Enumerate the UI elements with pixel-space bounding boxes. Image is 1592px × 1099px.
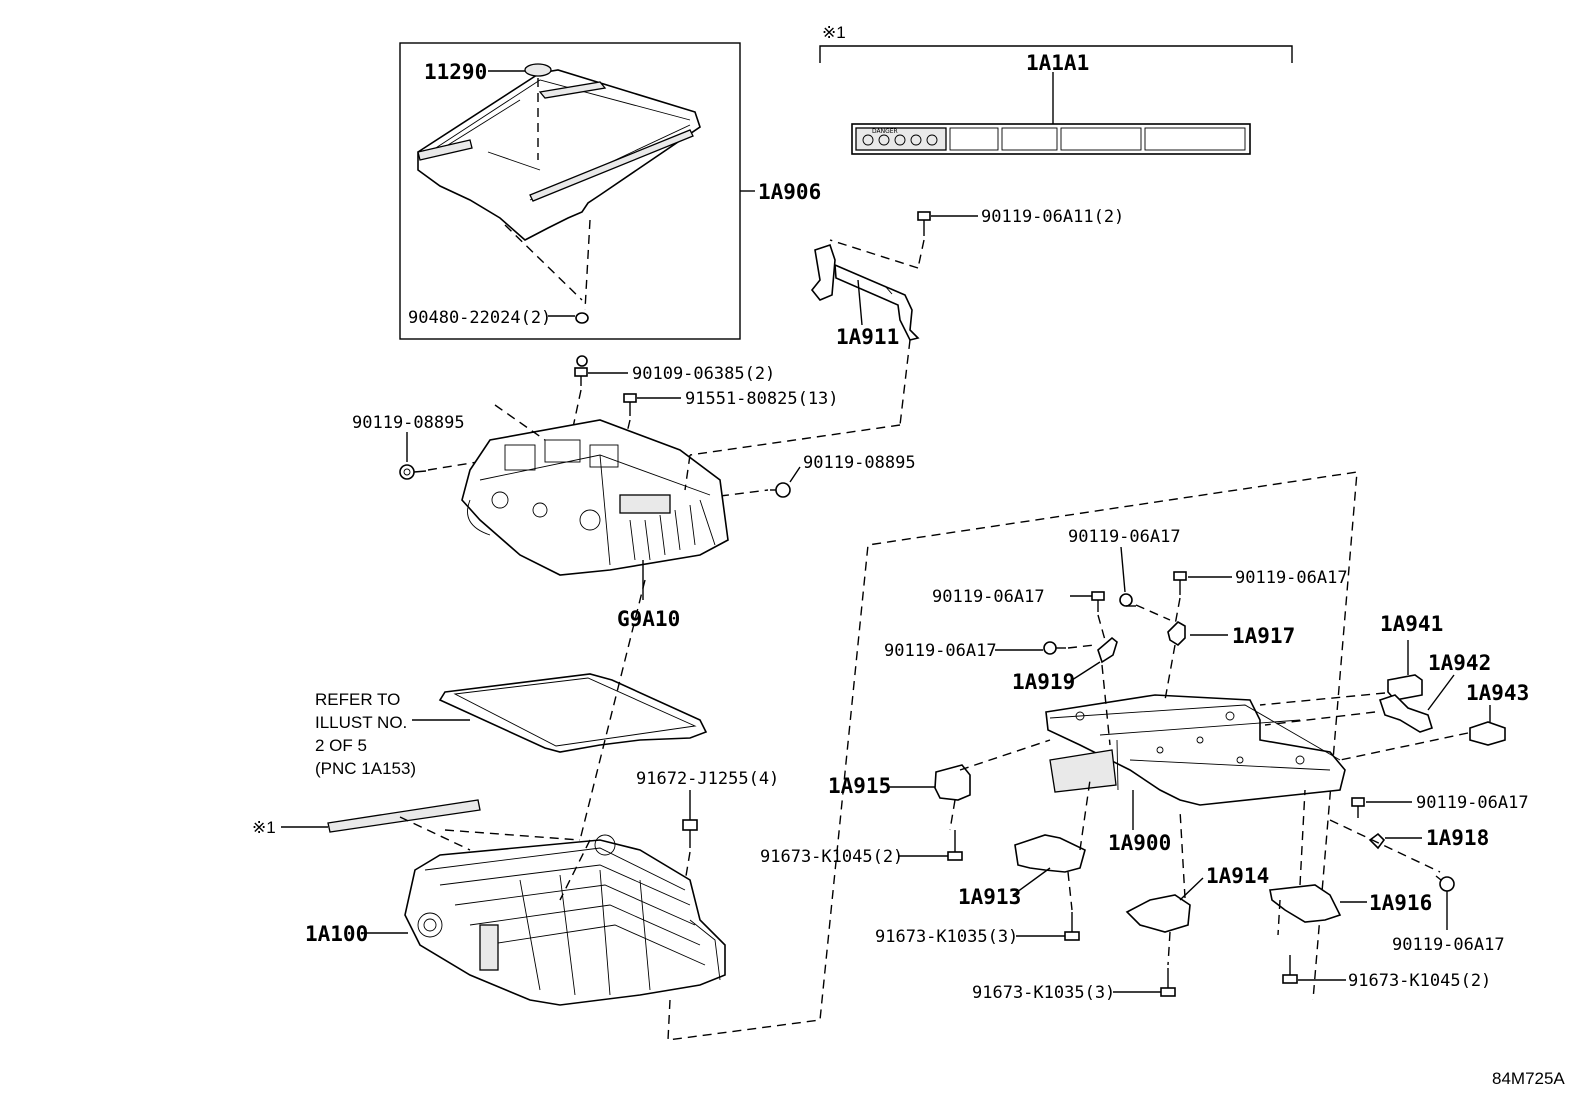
- bolt-90109-icon: [574, 355, 588, 386]
- label-1A100: 1A100: [305, 922, 368, 946]
- label-90119-06A17-e: 90119-06A17: [1416, 793, 1529, 813]
- clip-1A918: [1368, 832, 1386, 850]
- bracket-1A917: [1167, 621, 1186, 647]
- bolt-91673-K1045-right-icon: [1282, 955, 1298, 984]
- label-1A916: 1A916: [1369, 891, 1432, 915]
- label-1A943: 1A943: [1466, 681, 1529, 705]
- label-refer-line1: REFER TO: [315, 690, 400, 709]
- label-1A913: 1A913: [958, 885, 1021, 909]
- label-90480-22024: 90480-22024(2): [408, 308, 551, 328]
- label-1A914: 1A914: [1206, 864, 1269, 888]
- sealing-strip: [327, 799, 481, 833]
- label-90119-06A17-c: 90119-06A17: [932, 587, 1045, 607]
- label-1A942: 1A942: [1428, 651, 1491, 675]
- label-91673-K1035-a: 91673-K1035(3): [875, 927, 1018, 947]
- label-1A1A1: 1A1A1: [1026, 51, 1089, 75]
- label-90119-06A11: 90119-06A11(2): [981, 207, 1124, 227]
- label-90119-06A17-b: 90119-06A17: [1235, 568, 1348, 588]
- grommet-90480: [575, 312, 589, 324]
- cap-11290: [524, 63, 552, 77]
- bolt-91672-icon: [682, 819, 698, 848]
- label-danger-text: DANGER: [872, 128, 898, 135]
- bracket-1A941: [1387, 674, 1423, 701]
- label-90119-06A17-f: 90119-06A17: [1392, 935, 1505, 955]
- label-91673-K1035-b: 91673-K1035(3): [972, 983, 1115, 1003]
- label-1A917: 1A917: [1232, 624, 1295, 648]
- bolt-90119-06A17-c-icon: [1091, 591, 1105, 612]
- label-1A906: 1A906: [758, 180, 821, 204]
- label-11290: 11290: [424, 60, 487, 84]
- inverter-assembly-G9A10: [461, 404, 729, 576]
- bolt-90119-08895-left-icon: [399, 464, 427, 480]
- label-90119-08895-left: 90119-08895: [352, 413, 465, 433]
- bolt-90119-06A17-f-icon: [1435, 875, 1455, 892]
- bracket-1A942: [1378, 694, 1433, 733]
- gasket-1A153: [438, 673, 708, 753]
- tray-1A900: [1045, 694, 1346, 806]
- label-1A900: 1A900: [1108, 831, 1171, 855]
- warning-label-1A1A1: DANGER: [851, 123, 1251, 155]
- diagram-id: 84M725A: [1492, 1069, 1565, 1088]
- label-91673-K1045-right: 91673-K1045(2): [1348, 971, 1491, 991]
- bolt-90119-06A11-icon: [917, 211, 931, 236]
- cover-1A906: [417, 69, 701, 241]
- label-G9A10: G9A10: [617, 607, 680, 631]
- label-refer-line3: 2 OF 5: [315, 736, 367, 755]
- label-91551-80825: 91551-80825(13): [685, 389, 839, 409]
- bolt-90119-06A17-e-icon: [1351, 797, 1365, 818]
- label-1A915: 1A915: [828, 774, 891, 798]
- bolt-91673-K1035-a-icon: [1064, 912, 1080, 941]
- label-note-mark-top: ※1: [822, 23, 846, 42]
- label-1A919: 1A919: [1012, 670, 1075, 694]
- label-refer-line4: (PNC 1A153): [315, 759, 416, 778]
- bracket-1A913: [1014, 834, 1086, 873]
- label-90109-06385: 90109-06385(2): [632, 364, 775, 384]
- label-91673-K1045-left: 91673-K1045(2): [760, 847, 903, 867]
- bracket-1A911: [810, 243, 920, 341]
- label-90119-06A17-a: 90119-06A17: [1068, 527, 1181, 547]
- bolt-91673-K1035-b-icon: [1160, 968, 1176, 997]
- label-refer-line2: ILLUST NO.: [315, 713, 407, 732]
- label-1A918: 1A918: [1426, 826, 1489, 850]
- bolt-90119-06A17-b-icon: [1173, 571, 1187, 595]
- label-1A911: 1A911: [836, 325, 899, 349]
- bracket-1A919: [1097, 636, 1118, 664]
- bracket-1A916: [1269, 884, 1342, 923]
- battery-assembly-1A100: [404, 834, 726, 1006]
- bolt-91673-K1045-left-icon: [947, 830, 963, 861]
- label-90119-08895-right: 90119-08895: [803, 453, 916, 473]
- bolt-90119-06A17-d-icon: [1043, 641, 1066, 655]
- label-90119-06A17-d: 90119-06A17: [884, 641, 997, 661]
- label-91672-J1255: 91672-J1255(4): [636, 769, 779, 789]
- bolt-90119-06A17-a-icon: [1119, 593, 1136, 607]
- bracket-1A943: [1469, 721, 1506, 746]
- label-note-mark-left: ※1: [252, 818, 276, 837]
- bolt-90119-08895-right-icon: [770, 482, 791, 498]
- bracket-1A915: [934, 764, 971, 801]
- label-1A941: 1A941: [1380, 612, 1443, 636]
- bolt-91551-icon: [623, 393, 637, 416]
- bracket-1A914: [1125, 894, 1191, 933]
